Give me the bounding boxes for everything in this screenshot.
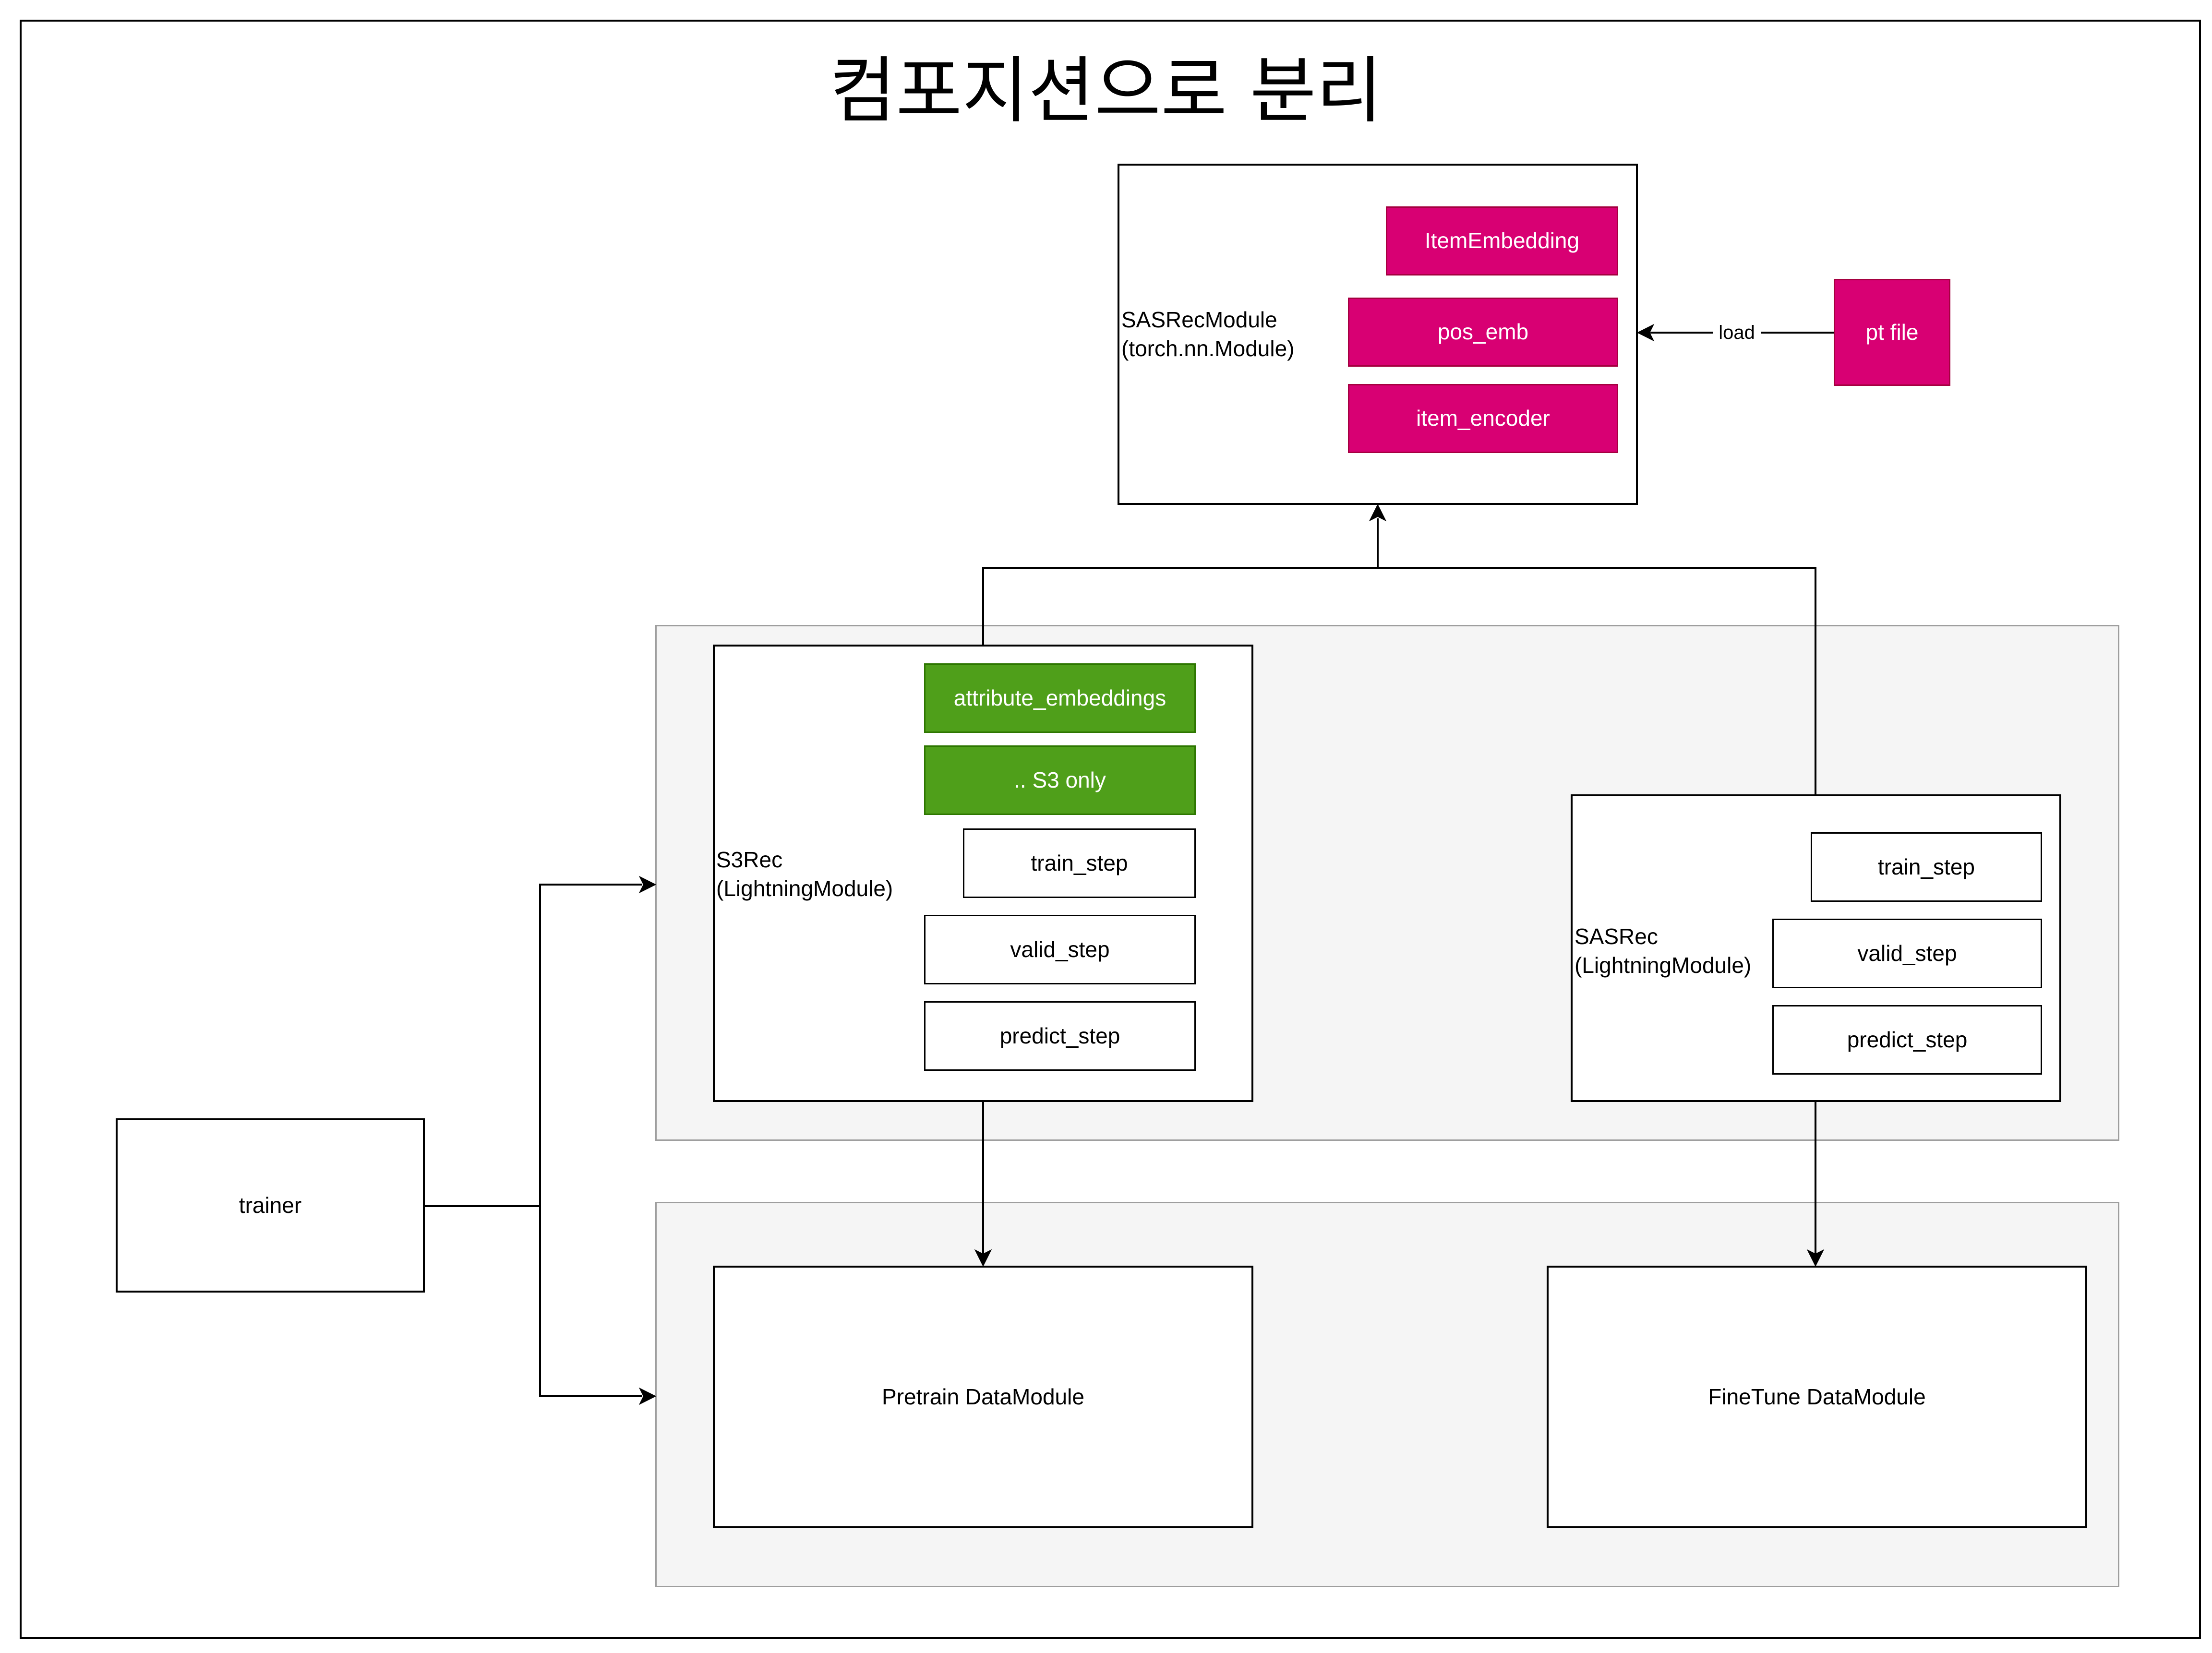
trainer-box: trainer bbox=[116, 1118, 425, 1293]
pretrain-datamodule-box: Pretrain DataModule bbox=[713, 1266, 1253, 1528]
trainer-to-groups-edge bbox=[425, 884, 642, 1207]
load-edge-label: load bbox=[1713, 319, 1761, 347]
outer-frame bbox=[20, 20, 2201, 1639]
item-encoder-box: item_encoder bbox=[1348, 384, 1618, 453]
finetune-datamodule-box: FineTune DataModule bbox=[1547, 1266, 2087, 1528]
sasrec-module-label: SASRecModule (torch.nn.Module) bbox=[1121, 307, 1295, 361]
s3-only-box: .. S3 only bbox=[924, 745, 1196, 815]
diagram-title: 컴포지션으로 분리 bbox=[830, 49, 1382, 133]
s3rec-label: S3Rec (LightningModule) bbox=[716, 847, 893, 901]
sasrec-lightning-label: SASRec (LightningModule) bbox=[1575, 924, 1752, 978]
pt-file-box: pt file bbox=[1834, 279, 1950, 386]
s3rec-valid-step-box: valid_step bbox=[924, 915, 1196, 984]
sasrec-valid-step-box: valid_step bbox=[1772, 919, 2042, 988]
item-embedding-box: ItemEmbedding bbox=[1386, 206, 1618, 276]
trainer-to-datamodules-edge bbox=[539, 1206, 642, 1397]
pos-emb-box: pos_emb bbox=[1348, 298, 1618, 367]
sasrec-predict-step-box: predict_step bbox=[1772, 1005, 2042, 1075]
s3rec-predict-step-box: predict_step bbox=[924, 1001, 1196, 1071]
s3rec-train-step-box: train_step bbox=[963, 828, 1196, 898]
attribute-embeddings-box: attribute_embeddings bbox=[924, 663, 1196, 733]
sasrec-train-step-box: train_step bbox=[1811, 832, 2042, 902]
s3rec-to-module-edge bbox=[982, 567, 1816, 794]
